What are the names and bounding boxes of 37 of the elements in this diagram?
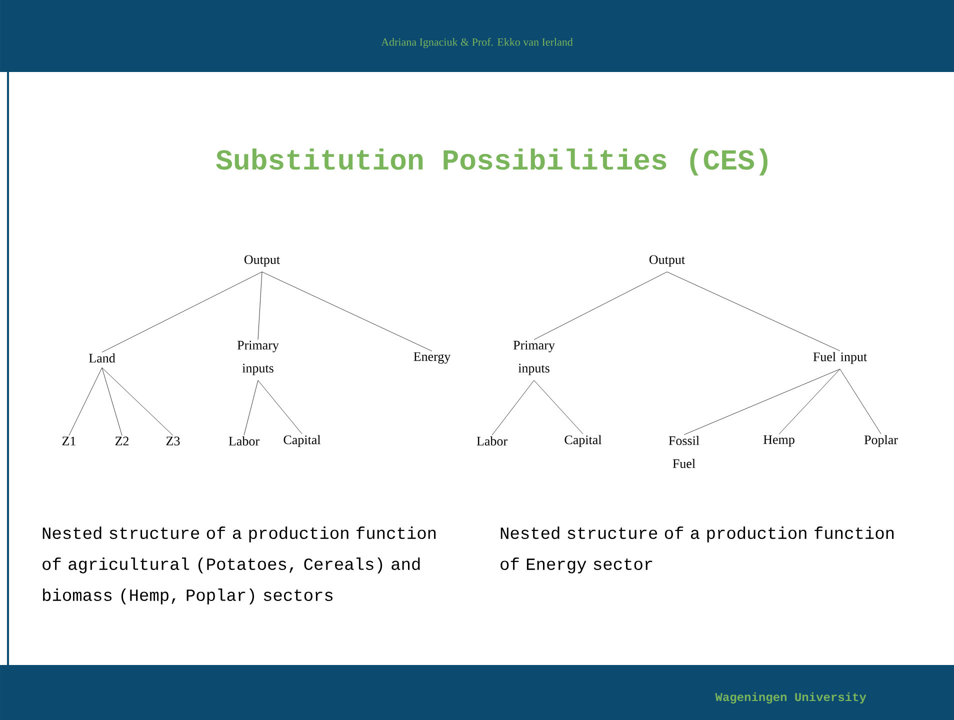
tree-line — [534, 380, 584, 434]
tree-label: Labor — [476, 436, 508, 446]
tree-label: Fuel input — [813, 352, 867, 364]
tree-line — [840, 368, 882, 434]
tree-label: Z1 — [62, 436, 76, 446]
tree-line — [684, 368, 840, 435]
tree-label: Primary inputs — [237, 340, 279, 376]
footer-text: Wageningen University — [715, 692, 866, 704]
title: Substitution Possibilities (CES) — [216, 148, 768, 176]
tree-label: Capital — [284, 435, 321, 447]
tree-label: Primary inputs — [513, 340, 555, 376]
tree-line — [244, 380, 258, 436]
tree-line — [666, 272, 840, 352]
tree-label: Z2 — [115, 436, 129, 446]
tree-label: Land — [89, 353, 116, 363]
tree-label: Output — [244, 255, 280, 267]
tree-line — [492, 380, 534, 436]
tree-line — [102, 368, 122, 436]
tree-label: Z3 — [166, 436, 180, 446]
tree-label: Capital — [564, 435, 602, 447]
tree-line — [258, 380, 302, 434]
tree-line — [778, 368, 840, 434]
tree-label: Poplar — [864, 435, 898, 447]
tree-label: Labor — [228, 436, 260, 446]
tree-line — [68, 368, 102, 436]
tree-label: Output — [649, 255, 685, 267]
caption-text: Nested structure of a production function of agricultural (Potatoes, Cereals) and biomass (Hemp, Poplar) sectors — [42, 526, 436, 604]
tree-line — [102, 368, 174, 436]
header-text: Adriana Ignaciuk & Prof. Ekko van Ierland — [381, 38, 573, 48]
caption-text: Nested structure of a production function of Energy sector — [500, 526, 894, 574]
tree-label: Fossil Fuel — [668, 436, 700, 468]
tree-line — [262, 272, 432, 352]
tree-line — [258, 272, 262, 340]
tree-label: Energy — [414, 352, 451, 364]
tree-line — [102, 272, 262, 352]
tree-line — [534, 272, 668, 340]
tree-label: Hemp — [764, 435, 794, 447]
